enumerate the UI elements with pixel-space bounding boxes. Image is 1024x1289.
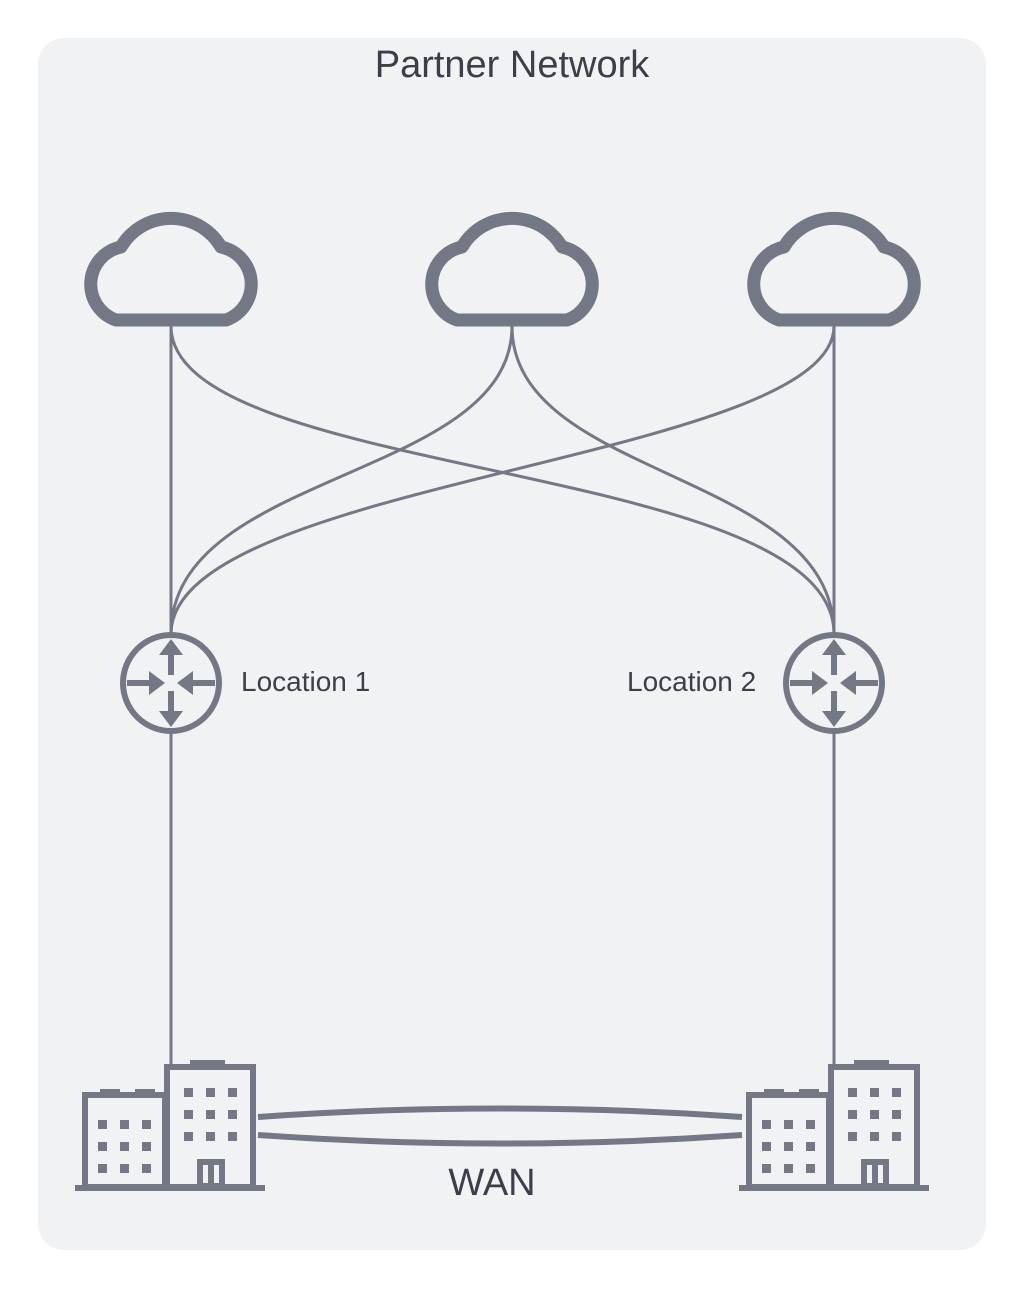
router-1-label: Location 1 [241,666,371,697]
link-cloud-left-to-router-2 [169,325,836,635]
connection-lines [169,325,836,1066]
wan-link [257,1105,743,1147]
router-icon [123,635,219,731]
diagram-title: Partner Network [374,44,650,86]
cloud-icon [432,218,593,320]
wan-label: WAN [448,1162,536,1204]
link-cloud-right-to-router-1 [169,325,836,635]
link-cloud-center-to-router-2 [510,325,836,635]
link-cloud-center-to-router-1 [169,325,514,635]
office-building-icon [739,1063,929,1188]
cloud-icon [754,218,915,320]
router-icon [786,635,882,731]
router-2-label: Location 2 [627,666,757,697]
office-building-icon [75,1063,265,1188]
cloud-icon [91,218,252,320]
